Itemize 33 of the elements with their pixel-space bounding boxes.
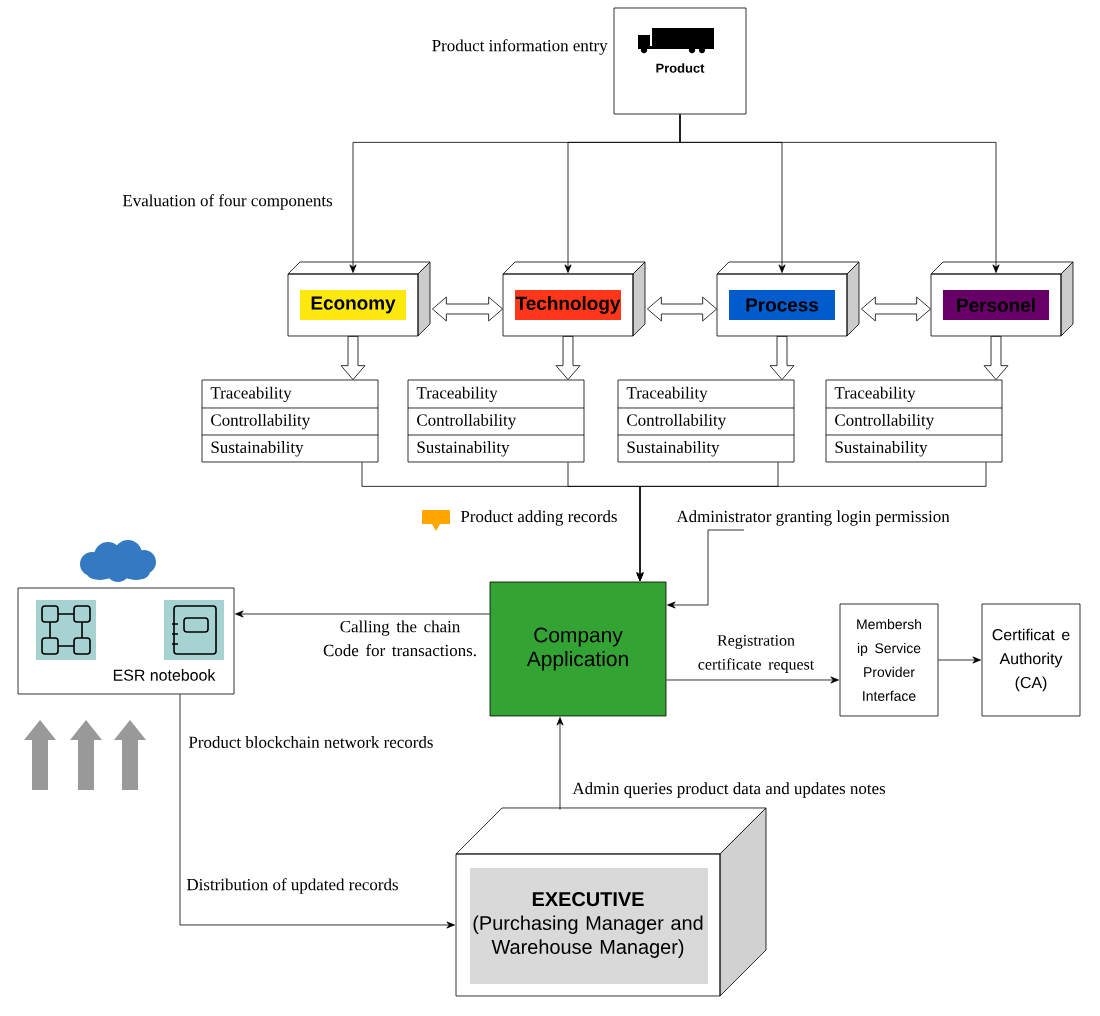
arrow [938, 656, 981, 664]
arrow [679, 114, 1000, 273]
criteria-table: Traceability Controllability Sustainability [407, 379, 585, 463]
edge-label: Administrator granting login permission [676, 510, 950, 526]
edge-label: Admin queries product data and updates notes [572, 782, 886, 798]
criteria-table: Traceability Controllability Sustainability [617, 379, 795, 463]
arrow [340, 336, 366, 380]
executive-box: EXECUTIVE (Purchasing Manager and Warehouse Manager) [455, 807, 767, 997]
arrow [556, 717, 564, 810]
arrow [861, 296, 931, 322]
arrow [636, 462, 987, 581]
criteria-table: Traceability Controllability Sustainability [825, 379, 1003, 463]
arrow [667, 529, 745, 609]
component-box: Personel [930, 261, 1074, 337]
arrow [432, 296, 503, 322]
arrow [647, 296, 717, 322]
component-box: Process [716, 261, 860, 337]
component-box: Economy [287, 261, 431, 337]
application-box: Company Application [489, 581, 667, 717]
edge-label: Product adding records [460, 510, 617, 526]
edge-label: Distribution of updated records [186, 878, 398, 894]
arrow [235, 610, 490, 618]
note-text: Evaluation of four components [122, 194, 333, 210]
arrow [179, 694, 455, 929]
arrow [666, 676, 839, 684]
component-box: Technology [502, 261, 646, 337]
criteria-table: Traceability Controllability Sustainability [201, 379, 379, 463]
note-text: Product blockchain network records [188, 736, 433, 748]
edge-label: Calling the chain Code for transactions. [323, 620, 476, 657]
arrow [769, 336, 795, 380]
entry-label: Product information entry [432, 39, 608, 55]
arrow [555, 336, 581, 380]
arrow [983, 336, 1009, 380]
